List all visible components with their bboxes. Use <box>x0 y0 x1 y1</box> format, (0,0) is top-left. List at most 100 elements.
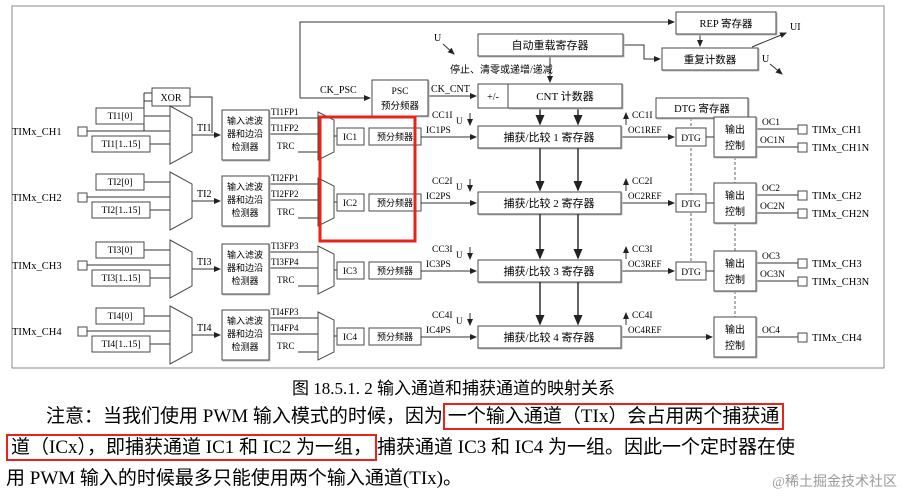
filter-line: 检测器 <box>231 141 258 152</box>
pin-square <box>797 258 808 269</box>
psc-label2: 预分频器 <box>381 100 420 112</box>
taps-box <box>91 269 151 287</box>
note-text: 用 PWM 输入的时候最多只能使用两个输入通道(TIx)。 <box>6 468 462 489</box>
ic-mux <box>317 177 335 227</box>
ocref-label: OC3REF <box>628 259 662 269</box>
tap0-label: TI3[0] <box>108 246 133 256</box>
taps-label: TI4[1..15] <box>101 340 140 350</box>
fp2-label: TI3FP4 <box>271 257 299 267</box>
capture-register <box>477 125 622 149</box>
wires <box>421 312 798 340</box>
pin-square <box>77 260 88 271</box>
icps-label: IC4PS <box>426 326 451 336</box>
top-wires <box>143 19 787 133</box>
capture-row-3: IC3 预分频器 IC3PS CC3I U 捕获/比较 3 寄存器 CC3I O… <box>336 245 870 292</box>
psc-label: PSC <box>392 87 409 97</box>
cci-left-label: CC4I <box>432 311 453 321</box>
output-control-line: 控制 <box>725 273 745 286</box>
capture-register-label: 捕获/比较 2 寄存器 <box>503 196 594 210</box>
wires <box>421 112 798 148</box>
trc-label: TRC <box>277 275 295 285</box>
oc-label: OC4 <box>762 326 780 336</box>
wires <box>87 181 337 219</box>
trc-label: TRC <box>277 341 295 351</box>
output-control-line: 输出 <box>725 189 745 202</box>
out-pin-label: TIMx_CH4 <box>812 333 862 344</box>
filter-line: 器和边沿 <box>227 329 263 339</box>
figure-caption: 图 18.5.1. 2 输入通道和捕获通道的映射关系 <box>292 379 615 398</box>
taps-label: TI3[1..15] <box>101 274 140 284</box>
ti-label: TI1 <box>197 123 211 134</box>
watermark: @稀土掘金技术社区 <box>772 475 897 490</box>
dtg-label: DTG <box>681 134 701 144</box>
cci-right-label: CC3I <box>632 245 653 255</box>
pin-label: TIMx_CH3 <box>12 261 62 272</box>
cnt-box <box>507 83 623 109</box>
pin-square <box>797 276 808 287</box>
taps-label: TI2[1..15] <box>101 206 140 216</box>
output-control-line: 输出 <box>725 257 745 270</box>
filter-line: 输入滤波 <box>227 249 263 260</box>
dtg-register-label: DTG 寄存器 <box>674 102 730 115</box>
note-paragraph: 注意：当我们使用 PWM 输入模式的时候，因为一个输入通道（TIx）会占用两个捕… <box>6 401 907 494</box>
dtg-box <box>675 193 707 213</box>
u-label: U <box>456 182 463 192</box>
fp1-label: TI2FP1 <box>271 173 299 183</box>
out-pin-label: TIMx_CH1 <box>812 125 862 136</box>
pin-square <box>797 208 808 219</box>
ocref-label: OC2REF <box>628 191 662 201</box>
dtg-label: DTG <box>681 200 701 210</box>
pin-square <box>797 124 808 135</box>
cnt-label: CNT 计数器 <box>536 90 594 103</box>
highlight-text-2: 道（ICx），即捕获通道 IC1 和 IC2 为一组， <box>6 434 378 461</box>
ti-label: TI2 <box>197 189 211 200</box>
inter-register-arrows <box>535 148 583 326</box>
repetition-counter-label: 重复计数器 <box>684 53 737 66</box>
fp2-label: TI4FP4 <box>271 323 299 333</box>
filter-box <box>221 243 270 295</box>
ic-mux <box>317 245 335 295</box>
u-label: U <box>456 250 463 260</box>
capture-register-label: 捕获/比较 3 寄存器 <box>503 264 594 278</box>
input-group-ch1: TIMx_CH1 TI1[0] TI1[1..15] TI1 输入滤波 器和边沿… <box>12 105 337 165</box>
outn-pin-label: TIMx_CH1N <box>812 143 870 154</box>
ic-label: IC1 <box>343 133 358 143</box>
psc-box <box>371 79 429 117</box>
output-control-line: 控制 <box>725 339 745 352</box>
taps-box <box>91 135 151 153</box>
taps-box <box>91 335 151 353</box>
auto-reload-box <box>477 33 624 57</box>
ti-label: TI3 <box>197 257 211 268</box>
filter-line: 检测器 <box>231 341 258 352</box>
dtg-box <box>675 261 707 281</box>
filter-line: 器和边沿 <box>227 263 263 273</box>
input-group-ch3: TIMx_CH3 TI3[0] TI3[1..15] TI3 输入滤波 器和边沿… <box>12 239 337 299</box>
ic-mux <box>317 311 335 361</box>
note-line-1: 注意：当我们使用 PWM 输入模式的时候，因为一个输入通道（TIx）会占用两个捕… <box>6 401 907 432</box>
filter-line: 输入滤波 <box>227 181 263 192</box>
fp1-label: TI3FP3 <box>271 241 299 251</box>
capture-register <box>477 191 622 215</box>
pin-square <box>797 332 808 343</box>
prescaler-label: 预分频器 <box>377 331 413 342</box>
updown-label: +/- <box>487 92 499 103</box>
dtg-label: DTG <box>681 268 701 278</box>
oc-label: OC3 <box>762 252 780 262</box>
auto-reload-label: 自动重载寄存器 <box>512 38 589 52</box>
ck-psc-label: CK_PSC <box>320 85 357 96</box>
filter-line: 检测器 <box>231 207 258 218</box>
outn-pin-label: TIMx_CH2N <box>812 209 870 220</box>
ic-box <box>336 193 365 212</box>
prescaler-label: 预分频器 <box>377 131 413 142</box>
rep-register-label: REP 寄存器 <box>700 17 753 30</box>
fp1-label: TI1FP1 <box>271 107 299 117</box>
oc-label: OC2 <box>762 184 780 194</box>
filter-box <box>221 175 270 227</box>
input-group-ch2: TIMx_CH2 TI2[0] TI2[1..15] TI2 输入滤波 器和边沿… <box>12 171 337 231</box>
cci-right-label: CC2I <box>632 177 653 187</box>
u-label: U <box>762 54 770 65</box>
output-control-line: 控制 <box>725 205 745 218</box>
oc-label: OC1 <box>762 118 780 128</box>
input-mux <box>169 171 193 231</box>
